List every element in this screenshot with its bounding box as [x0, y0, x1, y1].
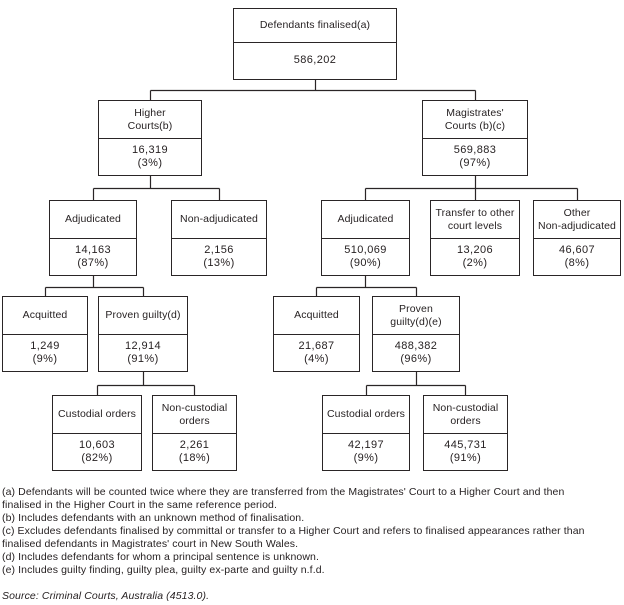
node-count: 510,069: [344, 243, 387, 256]
node-label: Higher Courts(b): [99, 101, 201, 139]
node-percent: (90%): [349, 257, 382, 269]
node-percent: (97%): [459, 157, 491, 169]
node-label: Other Non-adjudicated: [534, 201, 620, 239]
node-count: 488,382: [394, 339, 438, 352]
node-count: 16,319: [131, 143, 169, 156]
node-label: Proven guilty(d): [99, 297, 187, 335]
node-label: Custodial orders: [323, 396, 409, 434]
node-label: Adjudicated: [50, 201, 136, 239]
node-non-adjudicated-higher: Non-adjudicated 2,156 (13%): [171, 200, 267, 276]
node-label: Adjudicated: [322, 201, 409, 239]
node-percent: (9%): [353, 452, 379, 464]
node-percent: (3%): [137, 157, 163, 169]
node-defendants-finalised: Defendants finalised(a) 586,202: [233, 8, 397, 80]
node-adjudicated-higher: Adjudicated 14,163 (87%): [49, 200, 137, 276]
node-count: 586,202: [293, 54, 337, 67]
node-higher-courts: Higher Courts(b) 16,319 (3%): [98, 100, 202, 176]
node-count: 569,883: [453, 143, 497, 156]
node-label: Acquitted: [274, 297, 359, 335]
node-label: Acquitted: [3, 297, 87, 335]
node-percent: (82%): [81, 452, 113, 464]
node-custodial-orders-higher: Custodial orders 10,603 (82%): [52, 395, 142, 471]
node-proven-guilty-higher: Proven guilty(d) 12,914 (91%): [98, 296, 188, 372]
node-percent: (87%): [77, 257, 109, 269]
node-label: Magistrates' Courts (b)(c): [423, 101, 527, 139]
node-acquitted-higher: Acquitted 1,249 (9%): [2, 296, 88, 372]
node-count: 10,603: [78, 438, 116, 451]
node-count: 12,914: [124, 339, 162, 352]
node-percent: (18%): [178, 452, 211, 464]
node-count: 14,163: [74, 243, 112, 256]
node-label: Transfer to other court levels: [431, 201, 519, 239]
node-custodial-orders-magistrates: Custodial orders 42,197 (9%): [322, 395, 410, 471]
node-non-custodial-orders-magistrates: Non-custodial orders 445,731 (91%): [423, 395, 508, 471]
footnote-d: (d) Includes defendants for whom a princ…: [2, 551, 320, 563]
node-count: 445,731: [444, 438, 487, 451]
node-percent: (9%): [32, 353, 58, 365]
node-label: Proven guilty(d)(e): [373, 297, 459, 335]
node-count: 13,206: [456, 243, 494, 256]
footnotes-block: (a) Defendants will be counted twice whe…: [2, 486, 622, 603]
footnote-c: (c) Excludes defendants finalised by com…: [2, 525, 585, 550]
node-count: 2,261: [179, 438, 210, 451]
node-percent: (91%): [127, 353, 159, 365]
node-label: Non-custodial orders: [153, 396, 236, 434]
node-count: 21,687: [298, 339, 335, 352]
node-other-non-adjudicated: Other Non-adjudicated 46,607 (8%): [533, 200, 621, 276]
footnote-b: (b) Includes defendants with an unknown …: [2, 512, 305, 524]
node-count: 2,156: [204, 243, 234, 256]
node-count: 42,197: [347, 438, 385, 451]
node-count: 1,249: [30, 339, 60, 352]
node-percent: (8%): [564, 257, 590, 269]
node-percent: (4%): [304, 353, 329, 365]
node-percent: (96%): [400, 353, 432, 365]
node-acquitted-magistrates: Acquitted 21,687 (4%): [273, 296, 360, 372]
node-label: Non-adjudicated: [172, 201, 266, 239]
node-proven-guilty-magistrates: Proven guilty(d)(e) 488,382 (96%): [372, 296, 460, 372]
node-transfer-other-court-levels: Transfer to other court levels 13,206 (2…: [430, 200, 520, 276]
node-magistrates-courts: Magistrates' Courts (b)(c) 569,883 (97%): [422, 100, 528, 176]
footnote-e: (e) Includes guilty finding, guilty plea…: [2, 564, 325, 576]
source-citation: Source: Criminal Courts, Australia (4513…: [2, 590, 210, 602]
node-label: Custodial orders: [53, 396, 141, 434]
node-label: Defendants finalised(a): [234, 9, 396, 43]
node-non-custodial-orders-higher: Non-custodial orders 2,261 (18%): [152, 395, 237, 471]
node-percent: (91%): [449, 452, 482, 464]
footnote-a: (a) Defendants will be counted twice whe…: [2, 486, 565, 511]
node-adjudicated-magistrates: Adjudicated 510,069 (90%): [321, 200, 410, 276]
node-percent: (2%): [462, 257, 488, 269]
node-label: Non-custodial orders: [424, 396, 507, 434]
node-percent: (13%): [203, 257, 235, 269]
node-count: 46,607: [558, 243, 596, 256]
